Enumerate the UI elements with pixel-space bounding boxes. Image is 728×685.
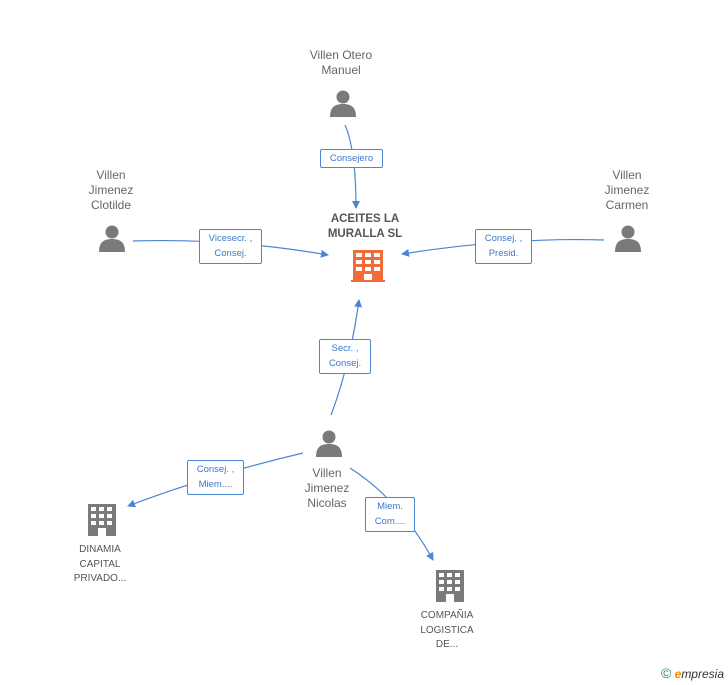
center-company-name-line: MURALLA SL [327, 228, 403, 240]
center-company-name-line: ACEITES LA [330, 213, 400, 225]
person-icon[interactable] [615, 225, 641, 253]
role-badge-carmen[interactable]: Consej. , Presid. [475, 229, 532, 264]
brand-e: e [674, 667, 682, 681]
person-name-line: Villen [96, 168, 126, 182]
person-label-carmen[interactable]: Villen Jimenez Carmen [591, 168, 663, 213]
role-text: Miem.... [198, 479, 233, 490]
person-name-line: Jimenez [304, 481, 350, 495]
brand-name: empresia [675, 667, 724, 681]
person-name-line: Villen Otero [309, 48, 373, 62]
person-name-line: Villen [612, 168, 642, 182]
role-text: Consejero [329, 153, 374, 164]
person-name-line: Jimenez [88, 183, 134, 197]
role-text: Com.... [374, 516, 406, 527]
person-name-line: Villen [312, 466, 342, 480]
role-badge-compania[interactable]: Miem. Com.... [365, 497, 415, 532]
role-text: Presid. [488, 248, 519, 259]
person-name-line: Carmen [605, 198, 649, 212]
person-name-line: Clotilde [90, 198, 132, 212]
person-icon[interactable] [316, 430, 342, 458]
role-text: Consej. [214, 248, 247, 259]
role-badge-nicolas[interactable]: Secr. , Consej. [319, 339, 371, 374]
role-badge-otero[interactable]: Consejero [320, 149, 383, 168]
role-text: Vicesecr. , [208, 233, 253, 244]
person-name-line: Jimenez [604, 183, 650, 197]
company-name-line: DINAMIA [79, 544, 121, 555]
brand-rest: mpresia [681, 667, 724, 681]
copyright-icon: © [660, 665, 672, 681]
center-company-label[interactable]: ACEITES LA MURALLA SL [315, 212, 415, 242]
role-badge-dinamia[interactable]: Consej. , Miem.... [187, 460, 244, 495]
role-badge-clotilde[interactable]: Vicesecr. , Consej. [199, 229, 262, 264]
person-name-line: Nicolas [307, 496, 347, 510]
person-label-otero[interactable]: Villen Otero Manuel [300, 48, 382, 78]
role-text: Consej. , [196, 464, 235, 475]
building-icon[interactable] [351, 250, 385, 282]
company-name-line: COMPAÑIA [420, 610, 474, 621]
company-name-line: CAPITAL [79, 558, 121, 570]
role-text: Consej. [328, 358, 362, 369]
company-name-line: PRIVADO... [73, 573, 127, 584]
role-text: Secr. , [331, 343, 359, 354]
role-text: Consej. , [484, 233, 523, 244]
company-label-dinamia[interactable]: DINAMIA CAPITAL PRIVADO... [60, 543, 140, 587]
company-name-line: LOGISTICA [420, 624, 474, 636]
company-name-line: DE... [435, 639, 459, 650]
empresia-logo[interactable]: © empresia [661, 665, 724, 681]
building-icon[interactable] [436, 570, 464, 602]
person-icon[interactable] [330, 90, 356, 118]
person-label-clotilde[interactable]: Villen Jimenez Clotilde [75, 168, 147, 213]
building-icon[interactable] [88, 504, 116, 536]
person-icon[interactable] [99, 225, 125, 253]
role-text: Miem. [377, 501, 403, 512]
person-label-nicolas[interactable]: Villen Jimenez Nicolas [291, 466, 363, 511]
person-name-line: Manuel [321, 63, 361, 77]
company-label-compania[interactable]: COMPAÑIA LOGISTICA DE... [407, 609, 487, 653]
